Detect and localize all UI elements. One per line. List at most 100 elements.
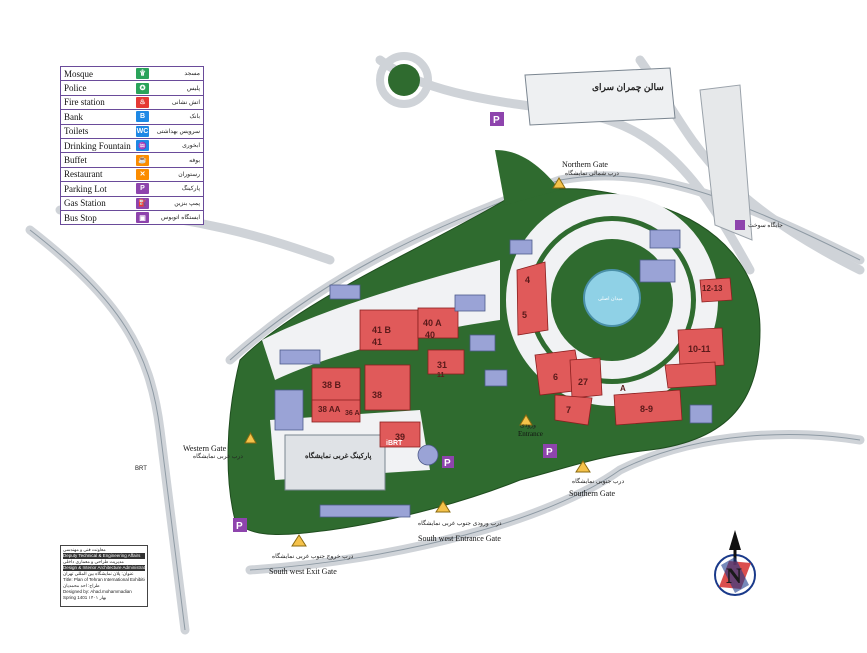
gate-markers <box>244 177 591 547</box>
hall-12-13 <box>699 277 733 303</box>
hall-label: 11 <box>437 372 445 379</box>
parking-icon <box>233 518 247 532</box>
hall-label: 27 <box>578 377 589 387</box>
northern-gate-fa: درب شمالی نمایشگاه <box>565 171 619 177</box>
hall-10-11 <box>677 327 725 369</box>
hall-label: 38 B <box>322 380 342 390</box>
hall-label: A <box>620 384 626 393</box>
parking-icon <box>442 456 454 468</box>
hall-label: 8-9 <box>640 404 654 414</box>
legend-row-police: Police✪پلیس <box>61 81 203 96</box>
hall-label: 5 <box>522 310 528 320</box>
legend-row-buffet: Buffet☕بوفه <box>61 153 203 168</box>
sw-exit-gate-marker <box>291 534 307 547</box>
hall-label: 12-13 <box>702 284 723 293</box>
legend-label: Restaurant <box>64 169 103 180</box>
legend-label-fa: سرویس بهداشتی <box>156 128 200 135</box>
western-gate-fa: درب غربی نمایشگاه <box>193 454 243 460</box>
southern-gate-marker <box>575 460 591 473</box>
hall-label: 38 <box>372 390 383 400</box>
western-gate-label: Western Gate <box>183 444 227 453</box>
fire-station-icon: ♨ <box>136 96 149 108</box>
roundabout-green <box>388 64 420 96</box>
pavilion-9 <box>689 404 713 424</box>
sw-entrance-gate-label: South west Entrance Gate <box>418 534 501 543</box>
main-square-fountain <box>583 269 641 327</box>
parking-icon: P <box>136 183 149 195</box>
restaurant-icon: ✕ <box>136 168 149 180</box>
north-green-strip <box>495 150 560 205</box>
hall-label: 39 <box>395 432 406 442</box>
hall-label: 40 <box>425 330 436 340</box>
northern-gate-marker <box>552 177 566 189</box>
hall-38 <box>364 364 411 411</box>
bus-stop-icon: ▣ <box>136 212 149 224</box>
pavilion-10 <box>509 239 533 255</box>
northern-gate-label: Northern Gate <box>562 160 608 169</box>
pavilion-6 <box>484 369 508 387</box>
credit-line: معاونت فنی و مهندسی <box>63 547 106 552</box>
pavilion-3 <box>329 284 361 300</box>
pavilion-round <box>417 444 439 466</box>
credit-line: Designed by: Ahad.mohammadian <box>63 589 132 594</box>
hall-label: 31 <box>437 360 448 370</box>
ibrt-label: iBRT <box>386 440 403 447</box>
svg-text:P: P <box>546 447 553 458</box>
pavilion-1 <box>279 349 321 365</box>
legend-row-parking-lot: Parking Lot P پارکینگ <box>61 182 203 197</box>
hall-8-9 <box>613 389 683 426</box>
southern-gate-fa: درب جنوبی نمایشگاه <box>572 479 625 485</box>
hall-label: 7 <box>566 405 572 415</box>
sw-exit-gate-fa: درب خروج جنوب غربی نمایشگاه <box>272 554 354 560</box>
credit-line: Deputy Technical & Engineering Affairs <box>63 553 145 559</box>
credit-line: مدیریت طراحی و معماری داخلی <box>63 559 124 564</box>
credit-line: Design & Interior Architecture Administr… <box>63 565 145 571</box>
west-parking-label: پارکینگ غربی نمایشگاه <box>305 453 372 460</box>
sw-exit-gate-label: South west Exit Gate <box>269 567 337 576</box>
hall-41 <box>359 309 419 351</box>
north-roundabout <box>376 52 432 108</box>
legend-row-bus-stop: Bus Stop▣ایستگاه اتوبوس <box>61 211 203 224</box>
hall-label: 36 A <box>345 410 360 417</box>
hall-label: 10-11 <box>688 344 711 354</box>
parking-icon <box>543 444 557 458</box>
legend-label: Parking Lot <box>64 183 107 194</box>
credit-line: Title: Plan of Tehran International Exhi… <box>63 577 145 582</box>
credit-line: طراح: احد محمدیان <box>63 583 100 588</box>
compass <box>714 530 756 596</box>
legend-label: Gas Station <box>64 198 106 209</box>
hall-7 <box>554 394 593 426</box>
chamran-hotel-building <box>524 67 676 126</box>
gas-station-label: جایگاه سوخت <box>748 223 783 229</box>
hall-label: 41 <box>372 337 383 347</box>
svg-text:P: P <box>236 521 243 532</box>
legend-label: Bank <box>64 111 83 122</box>
legend-label-fa: پمپ بنزین <box>174 200 200 207</box>
hall-27 <box>569 357 603 399</box>
hall-40 <box>417 307 459 339</box>
legend-row-mosque: Mosque۩مسجد <box>61 67 203 82</box>
hall-36 <box>311 399 361 423</box>
sw-entrance-gate-fa: درب ورودی جنوب غربی نمایشگاه <box>418 521 502 527</box>
pavilion-south <box>319 504 411 518</box>
entrance-marker <box>519 414 533 426</box>
hall-label: 6 <box>553 372 559 382</box>
western-gate-marker <box>244 431 257 444</box>
legend-label: Buffet <box>64 155 87 166</box>
svg-text:P: P <box>444 458 451 469</box>
pavilions <box>274 229 713 518</box>
chamran-hotel-label: سالن چمران سرای <box>592 82 664 92</box>
compass-north-letter: N <box>726 563 742 588</box>
mosque-icon: ۩ <box>136 68 149 80</box>
gas-station-icon: ⛽ <box>136 197 149 209</box>
legend-row-drinking-fountain: Drinking Fountain♒آبخوری <box>61 139 203 154</box>
legend-label: Fire station <box>64 97 105 108</box>
hall-31 <box>427 349 465 375</box>
southern-gate-label: Southern Gate <box>569 489 615 498</box>
sw-entrance-gate-marker <box>435 500 451 513</box>
legend-label-fa: پارکینگ <box>181 186 200 193</box>
